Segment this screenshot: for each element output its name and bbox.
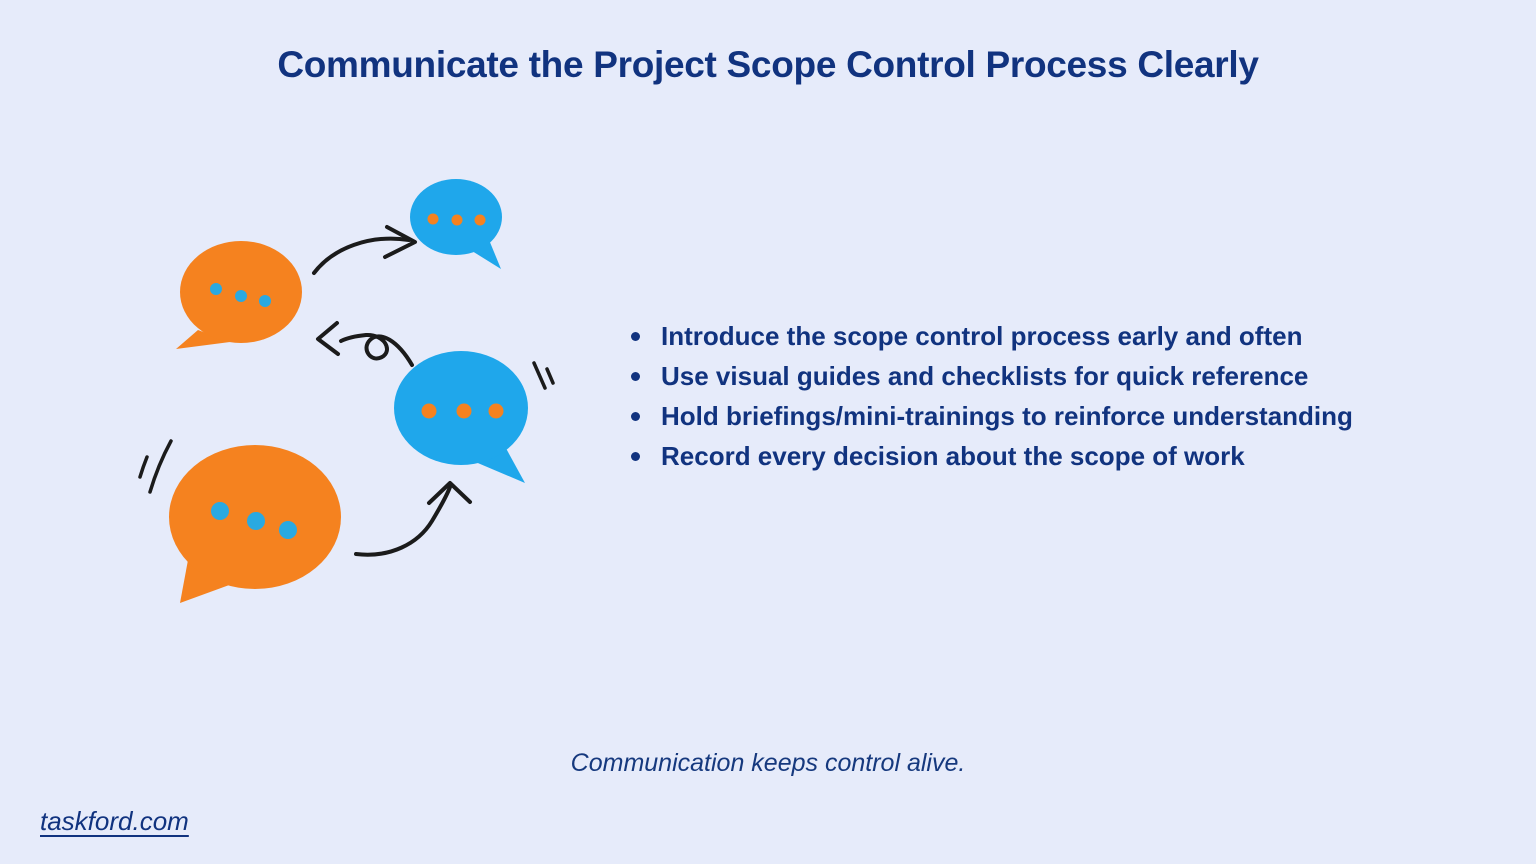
typing-dot	[488, 403, 504, 419]
bubble-tail	[176, 330, 230, 349]
emphasis-lines-blue-icon	[532, 361, 555, 390]
typing-dot	[259, 295, 271, 307]
bullet-item: Use visual guides and checklists for qui…	[628, 356, 1353, 396]
typing-dot	[279, 521, 297, 539]
typing-dot	[451, 214, 463, 226]
speech-bubble-blue-small	[410, 179, 502, 269]
bullet-dot	[631, 372, 640, 381]
loop-arrow-icon	[339, 332, 414, 367]
up-arrow-icon	[354, 485, 452, 557]
emphasis-lines-orange-icon	[138, 439, 173, 494]
bubble-tail	[180, 560, 232, 603]
speech-bubble-orange-large	[169, 445, 341, 603]
curved-arrow-icon	[312, 236, 411, 275]
bullet-item-label: Hold briefings/mini-trainings to reinfor…	[661, 401, 1353, 431]
typing-dot	[474, 214, 486, 226]
speech-bubbles-illustration	[138, 179, 555, 603]
bullet-list: Introduce the scope control process earl…	[628, 316, 1353, 476]
bullet-item: Record every decision about the scope of…	[628, 436, 1353, 476]
bullet-item: Hold briefings/mini-trainings to reinfor…	[628, 396, 1353, 436]
typing-dot	[247, 512, 265, 530]
speech-bubble-blue-large	[394, 351, 528, 483]
typing-dot	[211, 502, 229, 520]
typing-dot	[210, 283, 222, 295]
bullet-item-label: Use visual guides and checklists for qui…	[661, 361, 1309, 391]
typing-dot	[421, 403, 437, 419]
up-arrow-head-icon	[427, 481, 472, 505]
typing-dot	[427, 213, 439, 225]
quote-text: Communication keeps control alive.	[570, 749, 966, 777]
footer-link[interactable]: taskford.com	[40, 806, 189, 836]
speech-bubble-orange-medium	[176, 241, 302, 349]
bullet-dot	[631, 332, 640, 341]
loop-arrow-head-icon	[316, 321, 340, 356]
bullet-item: Introduce the scope control process earl…	[628, 316, 1353, 356]
bullet-dot	[631, 452, 640, 461]
bullet-item-label: Record every decision about the scope of…	[661, 441, 1245, 471]
typing-dot	[235, 290, 247, 302]
bullet-item-label: Introduce the scope control process earl…	[661, 321, 1303, 351]
curved-arrow-head-icon	[383, 225, 417, 259]
bullet-dot	[631, 412, 640, 421]
page-title: Communicate the Project Scope Control Pr…	[277, 44, 1259, 85]
typing-dot	[456, 403, 472, 419]
